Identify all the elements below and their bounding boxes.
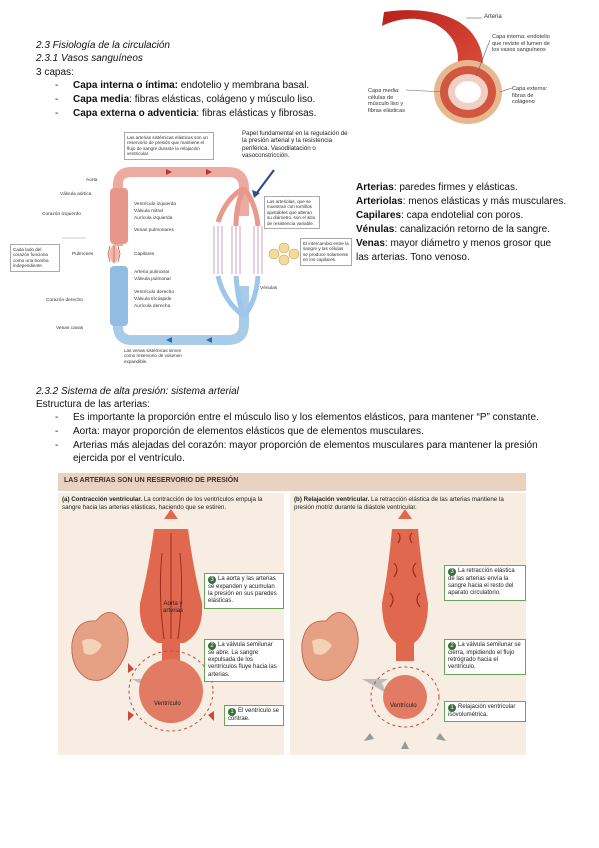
structure-text: Es importante la proporción entre el mús… <box>73 412 539 423</box>
note-exchange: El intercambio entre la sangre y las cél… <box>300 238 352 266</box>
ventriculo-b-label: Ventrículo <box>390 703 417 709</box>
label-valvula-pulmonar: Válvula pulmonar <box>134 277 172 282</box>
vessel-desc: : canalización retorno de la sangre. <box>394 224 551 235</box>
label-capa-interna: Capa interna: endotelio que reviste el l… <box>492 34 550 54</box>
figure-banner-title: LAS ARTERIAS SON UN RESERVORIO DE PRESIÓ… <box>64 477 239 484</box>
note-veins: Las venas sistémicas sirven como reservo… <box>124 348 182 364</box>
callout-text: El ventrículo se contrae. <box>228 708 280 722</box>
vessel-arterias: Arterias: paredes firmes y elásticas. <box>356 181 518 194</box>
vessel-term: Venas <box>356 238 385 249</box>
label-ventriculo-izquierdo: Ventrículo izquierdo <box>134 202 177 207</box>
vessel-capilares: Capilares: capa endotelial con poros. <box>356 209 523 222</box>
vessel-venas-cont: las arterias. Tono venoso. <box>356 251 470 264</box>
vessel-desc: las arterias. Tono venoso. <box>356 252 470 263</box>
callout-text: La válvula semilunar se cierra, impidien… <box>448 642 521 671</box>
panel-a-text: La contracción de los ventrículos empuja… <box>62 496 263 511</box>
callout-text: La válvula semilunar se abre. La sangre … <box>208 642 277 678</box>
label-capa-externa: Capa externa: fibras de colágeno <box>512 86 548 106</box>
label-valvula-mitral: Válvula mitral <box>134 209 163 214</box>
step-number: 2 <box>448 642 456 650</box>
vessel-term: Arteriolas <box>356 196 403 207</box>
label-pulmones: Pulmones <box>72 252 94 257</box>
label-arteria: Arteria <box>484 14 502 20</box>
layer-desc: endotelio y membrana basal. <box>178 80 310 91</box>
structure-text: ejercida por el ventrículo. <box>73 453 185 464</box>
callout-text: La retracción elástica de las arterias e… <box>448 568 515 597</box>
aorta-arterias-label: Aorta y arterias <box>162 601 183 614</box>
layers-intro: 3 capas: <box>36 67 74 78</box>
step-number: 2 <box>208 642 216 650</box>
label-venas-cavas: Venas cavas <box>56 326 84 331</box>
heading-vasos: 2.3.1 Vasos sanguíneos <box>36 53 143 64</box>
step-number: 1 <box>228 708 236 716</box>
heading-fisiologia: 2.3 Fisiología de la circulación <box>36 40 170 51</box>
label-valvula-aortica: Válvula aórtica <box>60 192 92 197</box>
vessel-desc: : capa endotelial con poros. <box>401 210 524 221</box>
artery-figure: Arteria Capa interna: endotelio que revi… <box>362 6 562 130</box>
vessel-term: Vénulas <box>356 224 395 235</box>
panel-contraction: (a) Contracción ventricular. La contracc… <box>58 493 284 755</box>
vessel-desc: : mayor diámetro y menos grosor que <box>384 238 552 249</box>
label-corazon-derecho: Corazón derecho <box>46 298 83 303</box>
layer-desc: : fibras elásticas, colágeno y músculo l… <box>129 94 316 105</box>
arteries-structure-intro: Estructura de las arterias: <box>36 399 150 410</box>
label-valvula-tricuspide: Válvula tricúspide <box>134 297 172 302</box>
callout-text: La aorta y las arterias se expanden y ac… <box>208 576 277 605</box>
step-number: 3 <box>208 576 216 584</box>
label-venas-pulmonares: Venas pulmonares <box>134 228 174 233</box>
vessel-term: Arterias <box>356 182 394 193</box>
vessel-term: Capilares <box>356 210 402 221</box>
label-aorta: Aorta <box>86 178 98 183</box>
label-venulas: Vénulas <box>260 286 278 291</box>
layer-term: Capa externa o adventicia <box>73 108 197 119</box>
pressure-reservoir-figure: LAS ARTERIAS SON UN RESERVORIO DE PRESIÓ… <box>58 473 526 755</box>
label-auricula-izquierda: Aurícula izquierda <box>134 216 173 221</box>
panel-a-title: (a) Contracción ventricular. <box>62 496 143 503</box>
vessel-desc: : paredes firmes y elásticas. <box>393 182 518 193</box>
label-capilares: Capilares <box>134 252 155 257</box>
panel-b-caption: (b) Relajación ventricular. La retracció… <box>294 496 522 511</box>
vessel-venas: Venas: mayor diámetro y menos grosor que <box>356 237 551 250</box>
ventriculo-a-label: Ventrículo <box>154 701 181 707</box>
regulation-callout: Papel fundamental en la regulación de la… <box>242 130 348 160</box>
step-number: 1 <box>448 704 456 712</box>
circulation-diagram: Las arterias sistémicas elásticas son un… <box>6 126 352 364</box>
structure-text: Aorta: mayor proporción de elementos elá… <box>73 426 424 437</box>
note-arterioles: Las arteriolas, que se muestran con torn… <box>264 196 320 230</box>
note-elastic-arteries: Las arterias sistémicas elásticas son un… <box>124 132 214 160</box>
panel-relaxation: (b) Relajación ventricular. La retracció… <box>290 493 526 755</box>
callout-text: Relajación ventricular isovolumétrica. <box>448 704 516 718</box>
label-capa-media: Capa media: células de músculo liso y fi… <box>368 88 405 114</box>
panel-b-text: La retracción elástica de las arterias m… <box>294 496 504 511</box>
heading-alta-presion: 2.3.2 Sistema de alta presión: sistema a… <box>36 386 239 397</box>
note-independent-pump: Cada lado del corazón funciona como una … <box>10 244 60 272</box>
layer-term: Capa interna o íntima: <box>73 80 179 91</box>
structure-text: Arterias más alejadas del corazón: mayor… <box>73 440 538 451</box>
vessel-arteriolas: Arteriolas: menos elásticas y más muscul… <box>356 195 566 208</box>
vessel-desc: : menos elásticas y más musculares. <box>402 196 567 207</box>
vessel-venulas: Vénulas: canalización retorno de la sang… <box>356 223 550 236</box>
label-auricula-derecha: Aurícula derecha <box>134 304 171 309</box>
label-corazon-izquierdo: Corazón izquierdo <box>42 212 81 217</box>
label-ventriculo-derecho: Ventrículo derecho <box>134 290 175 295</box>
layer-term: Capa media <box>73 94 130 105</box>
layer-desc: : fibras elásticas y fibrosas. <box>196 108 317 119</box>
step-number: 3 <box>448 568 456 576</box>
label-arteria-pulmonar: Arteria pulmonar <box>134 270 170 275</box>
panel-b-title: (b) Relajación ventricular. <box>294 496 370 503</box>
panel-a-caption: (a) Contracción ventricular. La contracc… <box>62 496 280 511</box>
figure-banner: LAS ARTERIAS SON UN RESERVORIO DE PRESIÓ… <box>58 473 526 491</box>
